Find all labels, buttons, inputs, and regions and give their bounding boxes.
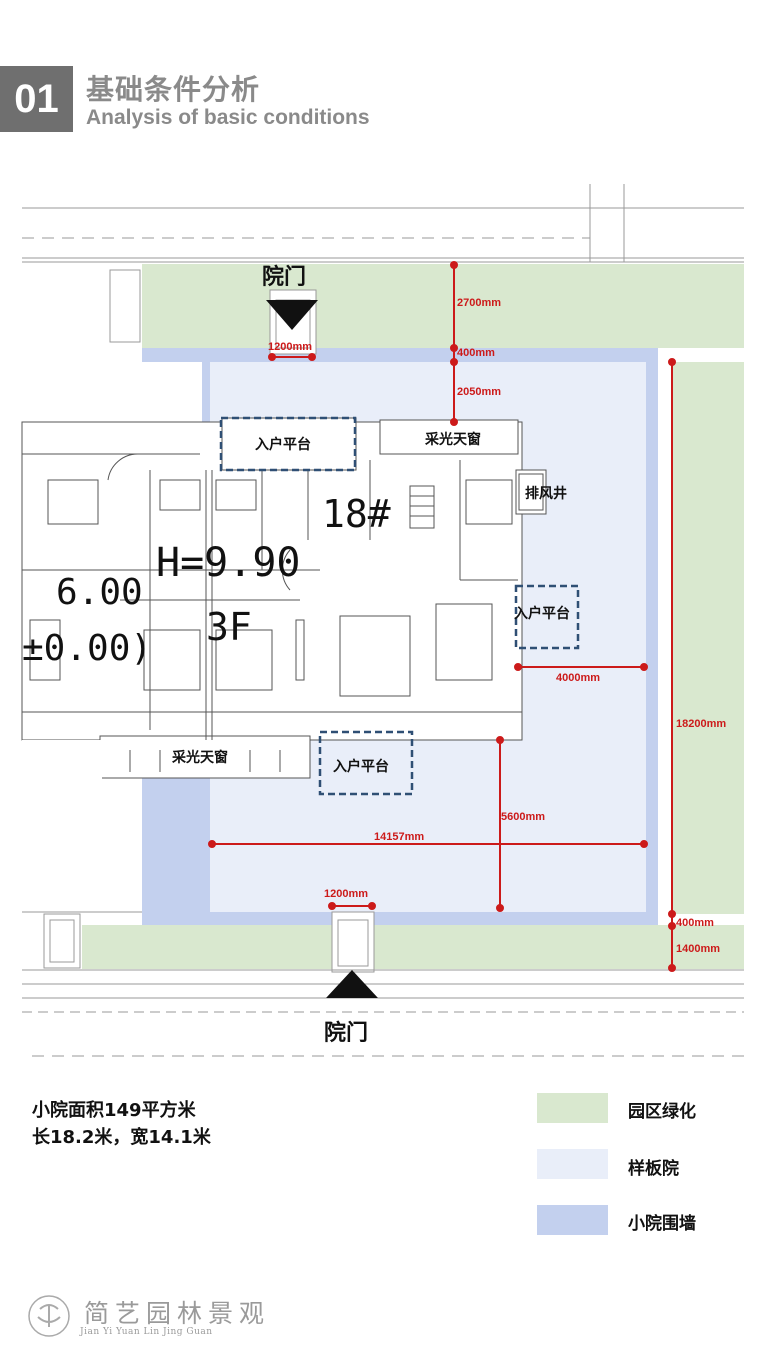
exhaust-shaft-label: 排风井	[525, 485, 567, 502]
top-gate-label: 院门	[262, 264, 306, 290]
entry-platform-right-outline	[514, 584, 580, 650]
dim-bottom-green: 1400mm	[676, 943, 720, 955]
entry-platform-right-label: 入户平台	[514, 605, 570, 622]
green-bottom	[82, 925, 744, 969]
floor-mark: 3F	[206, 605, 252, 649]
bottom-road	[22, 969, 744, 1057]
green-right	[672, 362, 744, 914]
bottom-gate	[331, 911, 375, 973]
section-title-en: Analysis of basic conditions	[86, 106, 370, 129]
entry-platform-top-outline	[219, 416, 357, 472]
dim-top-window: 2050mm	[457, 386, 501, 398]
skylight-top-label: 采光天窗	[424, 431, 481, 448]
dim-total-width: 14157mm	[374, 831, 424, 843]
dim-right-platform: 4000mm	[556, 672, 600, 684]
yard-area-text: 小院面积149平方米	[32, 1100, 196, 1121]
dim-top-gate: 1200mm	[268, 341, 312, 353]
dim-top-green: 2700mm	[457, 297, 501, 309]
dim-bottom-gate: 1200mm	[324, 888, 368, 900]
skylight-bottom-label: 采光天窗	[171, 749, 228, 766]
company-logo-icon	[28, 1295, 70, 1337]
level-mark-a: 6.00	[56, 572, 143, 613]
building-plan	[21, 362, 547, 794]
dim-total-length: 18200mm	[676, 718, 726, 730]
dim-top-wall: 400mm	[457, 347, 495, 359]
company-name-cn: 简艺园林景观	[84, 1299, 271, 1328]
legend-swatch-yard	[537, 1149, 608, 1179]
top-road	[22, 184, 744, 263]
legend-label-green: 园区绿化	[628, 1102, 696, 1122]
dimension-lines	[208, 261, 676, 972]
legend-swatch-green	[537, 1093, 608, 1123]
building-number: 18#	[322, 492, 391, 536]
dim-bottom-wall: 400mm	[676, 917, 714, 929]
bottom-gate-label: 院门	[324, 1020, 368, 1046]
green-top	[142, 264, 744, 348]
section-number: 01	[0, 66, 73, 132]
legend-swatch-wall	[537, 1205, 608, 1235]
entry-platform-bottom-outline	[318, 730, 414, 796]
bottom-gate-arrow	[326, 970, 378, 998]
height-mark: H=9.90	[156, 540, 301, 586]
entry-platform-top-label: 入户平台	[255, 436, 311, 453]
top-gate-arrow	[266, 300, 318, 330]
dim-bottom-platform: 5600mm	[501, 811, 545, 823]
section-title-cn: 基础条件分析	[86, 73, 261, 106]
yard-size-text: 长18.2米，宽14.1米	[32, 1127, 211, 1148]
legend-label-yard: 样板院	[628, 1159, 679, 1179]
level-mark-b: ±0.00)	[22, 628, 152, 669]
company-name-en: Jian Yi Yuan Lin Jing Guan	[80, 1327, 213, 1337]
legend-label-wall: 小院围墙	[628, 1214, 696, 1234]
site-plan: 院门 院门 1200mm 2700mm 400mm 2050mm 4000mm …	[21, 184, 744, 1057]
entry-platform-bottom-label: 入户平台	[333, 758, 389, 775]
